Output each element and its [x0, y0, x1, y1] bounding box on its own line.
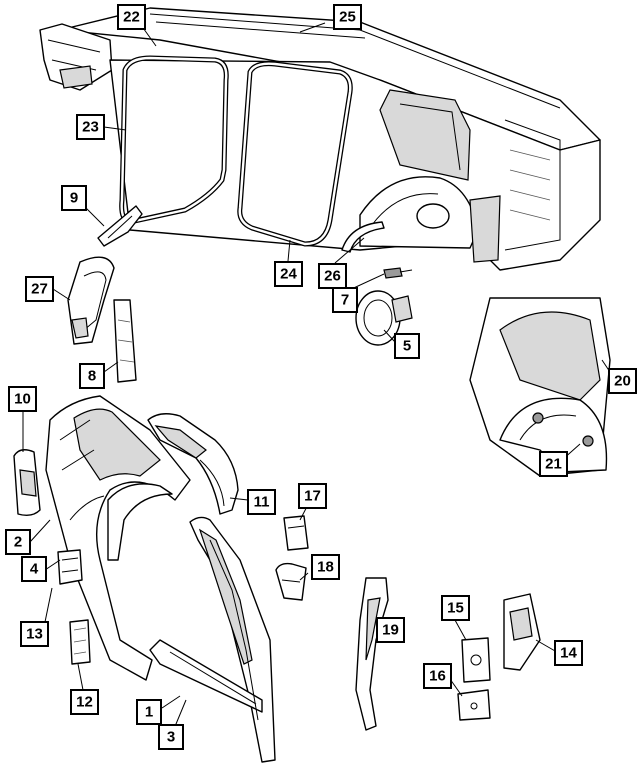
callout-24: 24 — [274, 261, 303, 287]
callout-label: 2 — [14, 534, 22, 551]
callout-label: 11 — [254, 494, 270, 511]
fuel-filler-door — [355, 290, 413, 346]
callout-label: 16 — [429, 668, 446, 685]
callout-label: 19 — [382, 622, 399, 639]
pillar-panel-8 — [113, 299, 137, 383]
callout-8: 8 — [79, 363, 105, 389]
callout-3: 3 — [158, 724, 184, 750]
callout-label: 25 — [339, 9, 356, 26]
callout-label: 15 — [447, 600, 464, 617]
callout-17: 17 — [298, 483, 327, 509]
callout-15: 15 — [441, 595, 470, 621]
callout-label: 1 — [145, 704, 153, 721]
callout-11: 11 — [247, 489, 276, 515]
callout-4: 4 — [21, 556, 47, 582]
callout-10: 10 — [8, 386, 37, 412]
callout-16: 16 — [423, 663, 452, 689]
callout-label: 12 — [76, 694, 93, 711]
wheelhouse-liner-11 — [147, 413, 239, 515]
callout-label: 24 — [280, 266, 297, 283]
callout-23: 23 — [76, 114, 105, 140]
callout-label: 26 — [324, 268, 341, 285]
callout-label: 4 — [30, 561, 39, 578]
callout-label: 13 — [26, 626, 43, 643]
callout-25: 25 — [333, 4, 362, 30]
bracket-13 — [57, 549, 83, 585]
callout-label: 27 — [31, 281, 48, 298]
plate-16 — [457, 689, 491, 721]
callout-label: 10 — [14, 391, 31, 408]
callout-9: 9 — [61, 185, 87, 211]
callout-label: 5 — [403, 338, 411, 355]
callout-label: 3 — [167, 729, 175, 746]
wheelhouse-detail-view — [469, 297, 611, 477]
callout-label: 18 — [317, 559, 334, 576]
callout-7: 7 — [332, 287, 358, 313]
vehicle-body-shell — [39, 7, 601, 271]
bracket-14 — [503, 593, 541, 671]
quarter-panel — [45, 395, 191, 681]
wheelhouse-trim-strip — [341, 221, 385, 253]
callout-5: 5 — [394, 333, 420, 359]
callout-label: 20 — [614, 373, 631, 390]
callout-19: 19 — [376, 617, 405, 643]
bracket-17 — [283, 515, 309, 551]
callout-14: 14 — [554, 640, 583, 666]
callout-label: 7 — [341, 292, 349, 309]
bracket-9 — [97, 205, 143, 247]
callout-label: 23 — [82, 119, 99, 136]
callout-label: 17 — [304, 488, 321, 505]
push-pin-fastener — [383, 267, 413, 279]
callout-label: 22 — [123, 9, 140, 26]
callout-18: 18 — [311, 554, 340, 580]
callout-21: 21 — [539, 451, 568, 477]
callout-22: 22 — [117, 4, 146, 30]
callout-label: 9 — [70, 190, 78, 207]
pillar-reinforcement-27 — [67, 256, 115, 345]
callout-13: 13 — [20, 621, 49, 647]
callout-20: 20 — [608, 368, 637, 394]
callout-label: 21 — [545, 456, 562, 473]
callout-label: 8 — [88, 368, 96, 385]
bracket-18 — [275, 562, 307, 601]
body-side-aperture — [149, 516, 276, 763]
callout-2: 2 — [5, 529, 31, 555]
reinforcement-plate-12 — [69, 619, 91, 665]
callout-26: 26 — [318, 263, 347, 289]
callout-12: 12 — [70, 689, 99, 715]
pillar-reinforcement-19 — [355, 577, 389, 731]
callout-27: 27 — [25, 276, 54, 302]
plate-15 — [461, 637, 491, 683]
callout-label: 14 — [560, 645, 577, 662]
latch-bracket-10 — [13, 449, 41, 517]
rear-door-opening-seal — [237, 61, 353, 247]
callout-1: 1 — [136, 699, 162, 725]
